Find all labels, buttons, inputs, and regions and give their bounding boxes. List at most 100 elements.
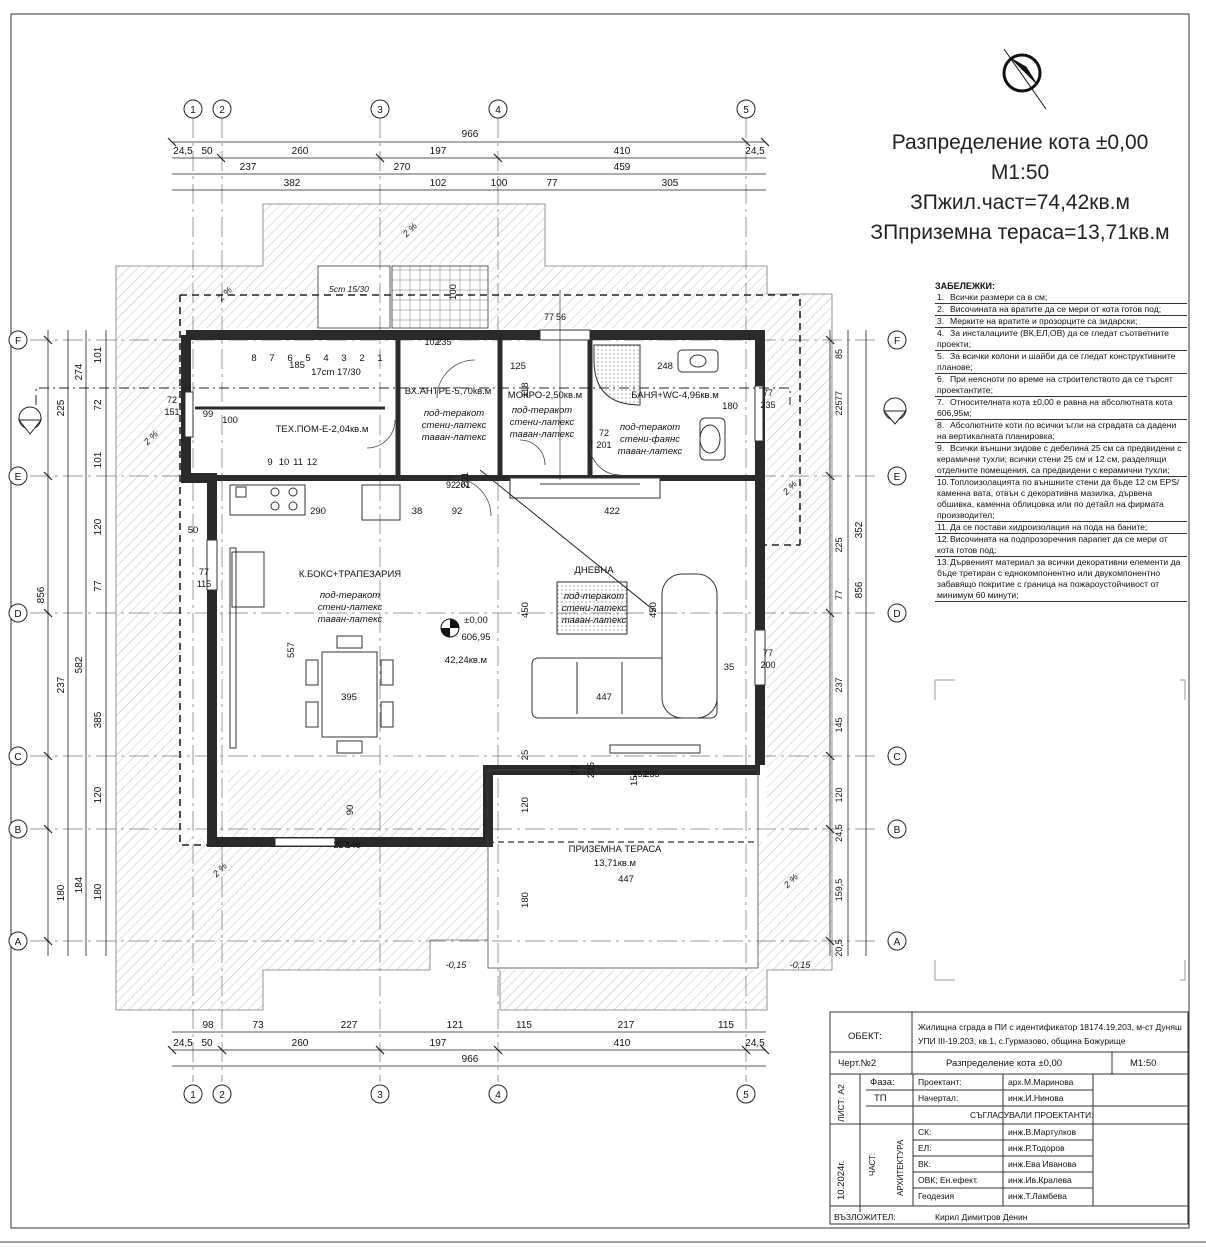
inner-dim: 201 [460, 472, 471, 488]
note-item: 8.Абсолютните коти по всички ъгли на сгр… [935, 420, 1187, 443]
grid-lines [30, 118, 880, 1082]
dim-top-row1: 24,5 [745, 146, 765, 157]
axis-bubble-left-A [8, 931, 28, 951]
dim-right-col1: 20,5 [834, 939, 844, 957]
stair-step: 11 [293, 457, 303, 468]
dim-right-col2: 856 [854, 581, 865, 598]
tb-phase-value: ТП [874, 1093, 887, 1104]
axis-bubble-right-F [887, 330, 907, 350]
dim-bottom-row1: 98 [202, 1020, 214, 1031]
door-mark: 201 [596, 440, 611, 450]
dim-right-col1: 225 [834, 537, 844, 552]
note-item: 6.При неясноти по време на строителствот… [935, 374, 1187, 397]
finish-floor: под-теракот [320, 590, 380, 601]
bath-fixtures [593, 344, 726, 461]
stair-step: 9 [267, 457, 272, 468]
door-mark: 227 [333, 840, 348, 850]
dim-right-col1: 85 [834, 349, 844, 359]
axis-bubble-top-4-label: 4 [495, 105, 501, 116]
axis-bubble-top-1-label: 1 [190, 105, 196, 116]
tb-agreed: СЪГЛАСУВАЛИ ПРОЕКТАНТИ: [970, 1110, 1094, 1120]
dim-top-row3: 382 [284, 178, 301, 189]
dim-bottom-row2: 24,5 [745, 1038, 765, 1049]
inner-dim: 180 [520, 892, 531, 908]
note-number: 3. [937, 316, 945, 326]
axis-bubble-top-1 [183, 99, 203, 119]
room-kitchen: К.БОКС+ТРАПЕЗАРИЯ [299, 569, 401, 580]
door-mark: 77 [199, 567, 209, 577]
inner-dim: 125 [510, 361, 526, 372]
drawing-heading: Разпределение кота ±0,00 М1:50 ЗПжил.час… [860, 128, 1180, 248]
dimension-ticks [43, 137, 835, 1055]
door-mark: 56 [556, 312, 566, 322]
door-mark: 152 [632, 769, 647, 779]
tb-specialist-role: ЕЛ: [918, 1143, 932, 1153]
stair-step: 2 [359, 353, 364, 364]
note-text: Дървеният материал за всички декоративни… [937, 557, 1181, 600]
axis-bubble-bottom-3-label: 3 [377, 1090, 383, 1101]
tb-part-value: АРХИТЕКТУРА [896, 1139, 905, 1196]
axis-bubble-bottom-5-label: 5 [743, 1090, 749, 1101]
inner-dim: 118 [520, 382, 531, 397]
tb-specialist-name: инж.Р.Тодоров [1008, 1143, 1065, 1153]
finish-walls: стени-латекс [562, 603, 627, 614]
dim-bottom-row2: 50 [201, 1038, 213, 1049]
finish-walls: стени-латекс [510, 417, 575, 428]
dim-right-col1: 120 [834, 787, 844, 802]
note-text: За инсталациите (ВК,ЕЛ,ОВ) да се гледат … [937, 328, 1169, 349]
heading-title: Разпределение кота ±0,00 [891, 131, 1149, 154]
finish-floor: под-теракот [620, 422, 680, 433]
door-mark: 235 [760, 400, 775, 410]
stair-step: 3 [341, 353, 346, 364]
inner-dim: 38 [412, 506, 423, 517]
axis-bubble-top-2 [212, 99, 232, 119]
axis-bubble-right-B-label: B [894, 825, 901, 836]
door-mark: 115 [197, 579, 211, 589]
dim-top-row2: 270 [394, 162, 411, 173]
level-marker-icon [440, 618, 460, 638]
note-text: Относителната кота ±0,00 е равна на абсо… [937, 397, 1173, 418]
stair-riser: 17cm 17/30 [311, 367, 361, 378]
note-text: Да се постави хидроизолация на пода на б… [950, 522, 1148, 532]
tb-drawing-no: Черт.№2 [838, 1058, 877, 1069]
dim-top-row1: 260 [292, 146, 309, 157]
inner-dim: 248 [657, 361, 673, 372]
dim-top-row3: 77 [546, 178, 558, 189]
note-text: Височината на подпрозоречния парапет да … [937, 534, 1168, 555]
finish-ceiling: таван-латекс [562, 615, 627, 626]
finish-ceiling: таван-латекс [318, 614, 383, 625]
tb-scale: М1:50 [1130, 1058, 1157, 1069]
door-mark: 151 [164, 407, 179, 417]
stair-label-5: 5cm 15/30 [329, 284, 369, 294]
dim-overall-top: 966 [462, 129, 479, 140]
dim-left-col3: 180 [93, 883, 104, 900]
room-wet: МОКРО-2,50кв.м [508, 390, 582, 401]
axis-bubble-left-B-label: B [15, 825, 22, 836]
axis-bubble-top-5-label: 5 [743, 105, 749, 116]
note-item: 4.За инсталациите (ВК,ЕЛ,ОВ) да се гледа… [935, 328, 1187, 351]
finish-walls: стени-фаянс [620, 434, 680, 445]
tb-designer-label: Проектант: [918, 1077, 962, 1087]
room-tech: ТЕХ.ПОМ-Е-2,04кв.м [276, 424, 369, 435]
room-entry: ВХ.АНТРЕ-5,70кв.м [405, 386, 492, 397]
level-terrain: -0,15 [790, 960, 812, 970]
kitchen-counter [229, 484, 401, 608]
stair-tile-area [391, 265, 489, 329]
dim-left-col1: 180 [56, 884, 67, 901]
dim-top-row1: 24,5 [173, 146, 193, 157]
axis-bubble-left-F [8, 330, 28, 350]
inner-dim: 120 [520, 797, 531, 813]
note-item: 13.Дървеният материал за всички декорати… [935, 557, 1187, 602]
tb-phase-label: Фаза: [870, 1077, 895, 1088]
dim-bottom-row2: 197 [430, 1038, 447, 1049]
tb-object-line2: УПИ III-19.203, кв.1, с.Гурмазово, общин… [918, 1036, 1126, 1046]
dim-bottom-row2: 24,5 [173, 1038, 193, 1049]
tb-client-value: Кирил Димитров Денин [935, 1212, 1028, 1222]
tb-specialist-name: инж.Ева Иванова [1008, 1159, 1077, 1169]
tb-specialist-name: инж.Т.Ламбева [1008, 1191, 1067, 1201]
finish-floor: под-теракот [424, 408, 484, 419]
inner-dim: 450 [648, 602, 659, 618]
axis-bubble-top-2-label: 2 [219, 105, 225, 116]
inner-dim: 447 [618, 874, 634, 885]
